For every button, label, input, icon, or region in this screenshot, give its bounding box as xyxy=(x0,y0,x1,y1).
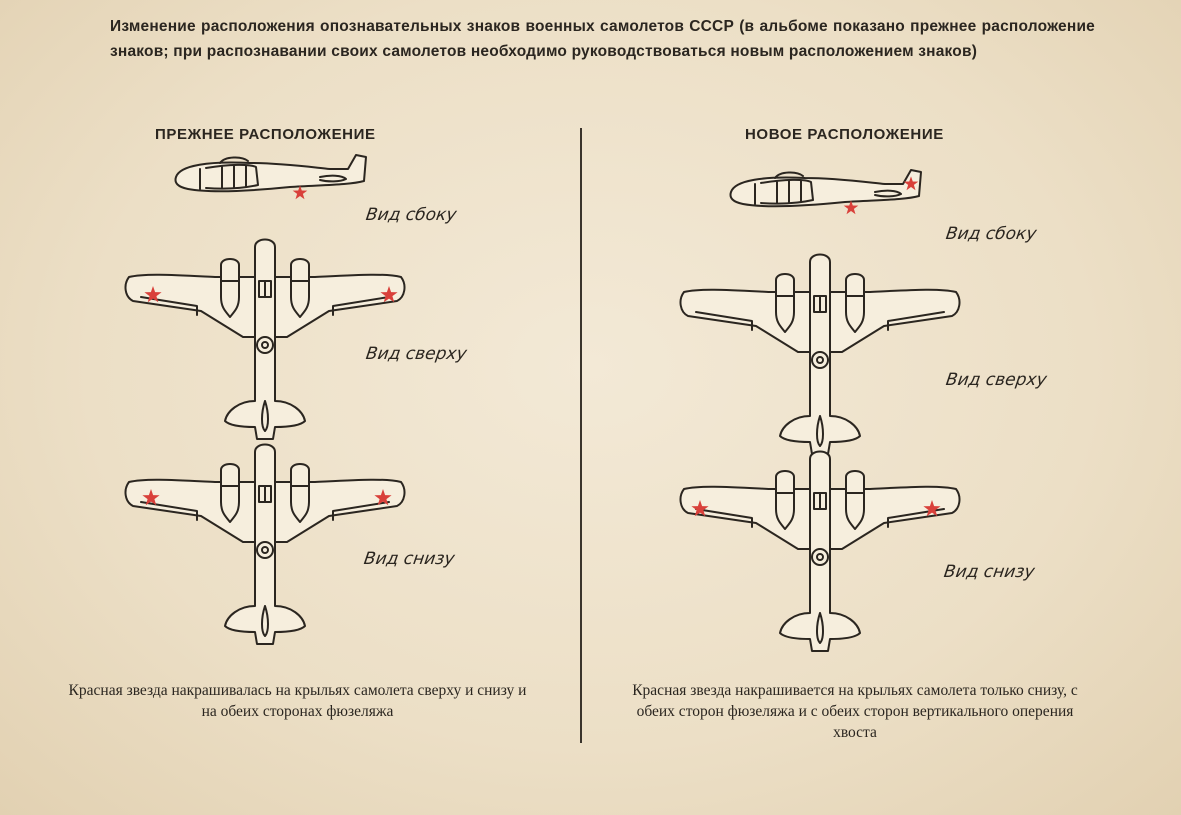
old-top-label: Вид сверху xyxy=(364,344,469,364)
new-top-label: Вид сверху xyxy=(944,370,1049,390)
new-column-title: НОВОЕ РАСПОЛОЖЕНИЕ xyxy=(745,126,944,143)
new-caption: Красная звезда накрашивается на крыльях … xyxy=(632,682,1078,741)
old-side-view-plane xyxy=(174,154,367,200)
intro-text: Изменение расположения опознавательных з… xyxy=(110,18,1095,60)
old-column-title: ПРЕЖНЕЕ РАСПОЛОЖЕНИЕ xyxy=(155,126,376,143)
old-bottom-label: Вид снизу xyxy=(362,549,456,569)
column-divider xyxy=(580,128,582,743)
new-side-label: Вид сбоку xyxy=(944,224,1038,244)
old-bottom-view-plane xyxy=(124,443,406,645)
new-side-view-plane xyxy=(729,169,922,215)
old-side-label: Вид сбоку xyxy=(364,205,458,225)
new-top-view-plane xyxy=(679,253,961,455)
old-caption: Красная звезда накрашивалась на крыльях … xyxy=(68,682,527,720)
new-bottom-view-plane xyxy=(679,450,961,652)
new-bottom-label: Вид снизу xyxy=(942,562,1036,582)
old-top-view-plane xyxy=(124,238,406,440)
